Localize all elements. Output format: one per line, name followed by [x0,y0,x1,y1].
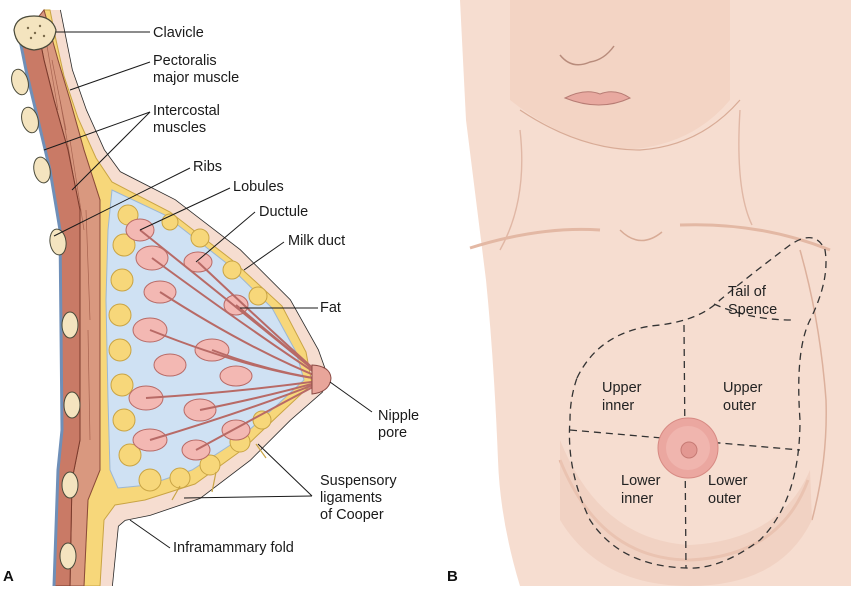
label-ribs: Ribs [193,159,222,176]
panel-a-illustration [9,10,372,586]
label-pectoralis-major: Pectoralis major muscle [153,53,239,87]
label-inframammary-fold: Inframammary fold [173,540,294,557]
label-nipple-pore: Nipple pore [378,408,419,442]
label-clavicle: Clavicle [153,25,204,42]
label-tail-of-spence: Tail of Spence [728,283,777,319]
panel-a-letter: A [3,568,14,585]
label-lower-outer: Lower outer [708,472,748,508]
label-ductule: Ductule [259,204,308,221]
nipple-profile [312,365,331,394]
label-upper-outer: Upper outer [723,379,763,415]
label-lobules: Lobules [233,179,284,196]
nipple-front [681,442,697,458]
label-intercostal-muscles: Intercostal muscles [153,103,220,137]
panel-b-letter: B [447,568,458,585]
label-fat: Fat [320,300,341,317]
label-suspensory-ligaments: Suspensory ligaments of Cooper [320,473,397,524]
label-milk-duct: Milk duct [288,233,345,250]
label-upper-inner: Upper inner [602,379,642,415]
label-lower-inner: Lower inner [621,472,661,508]
